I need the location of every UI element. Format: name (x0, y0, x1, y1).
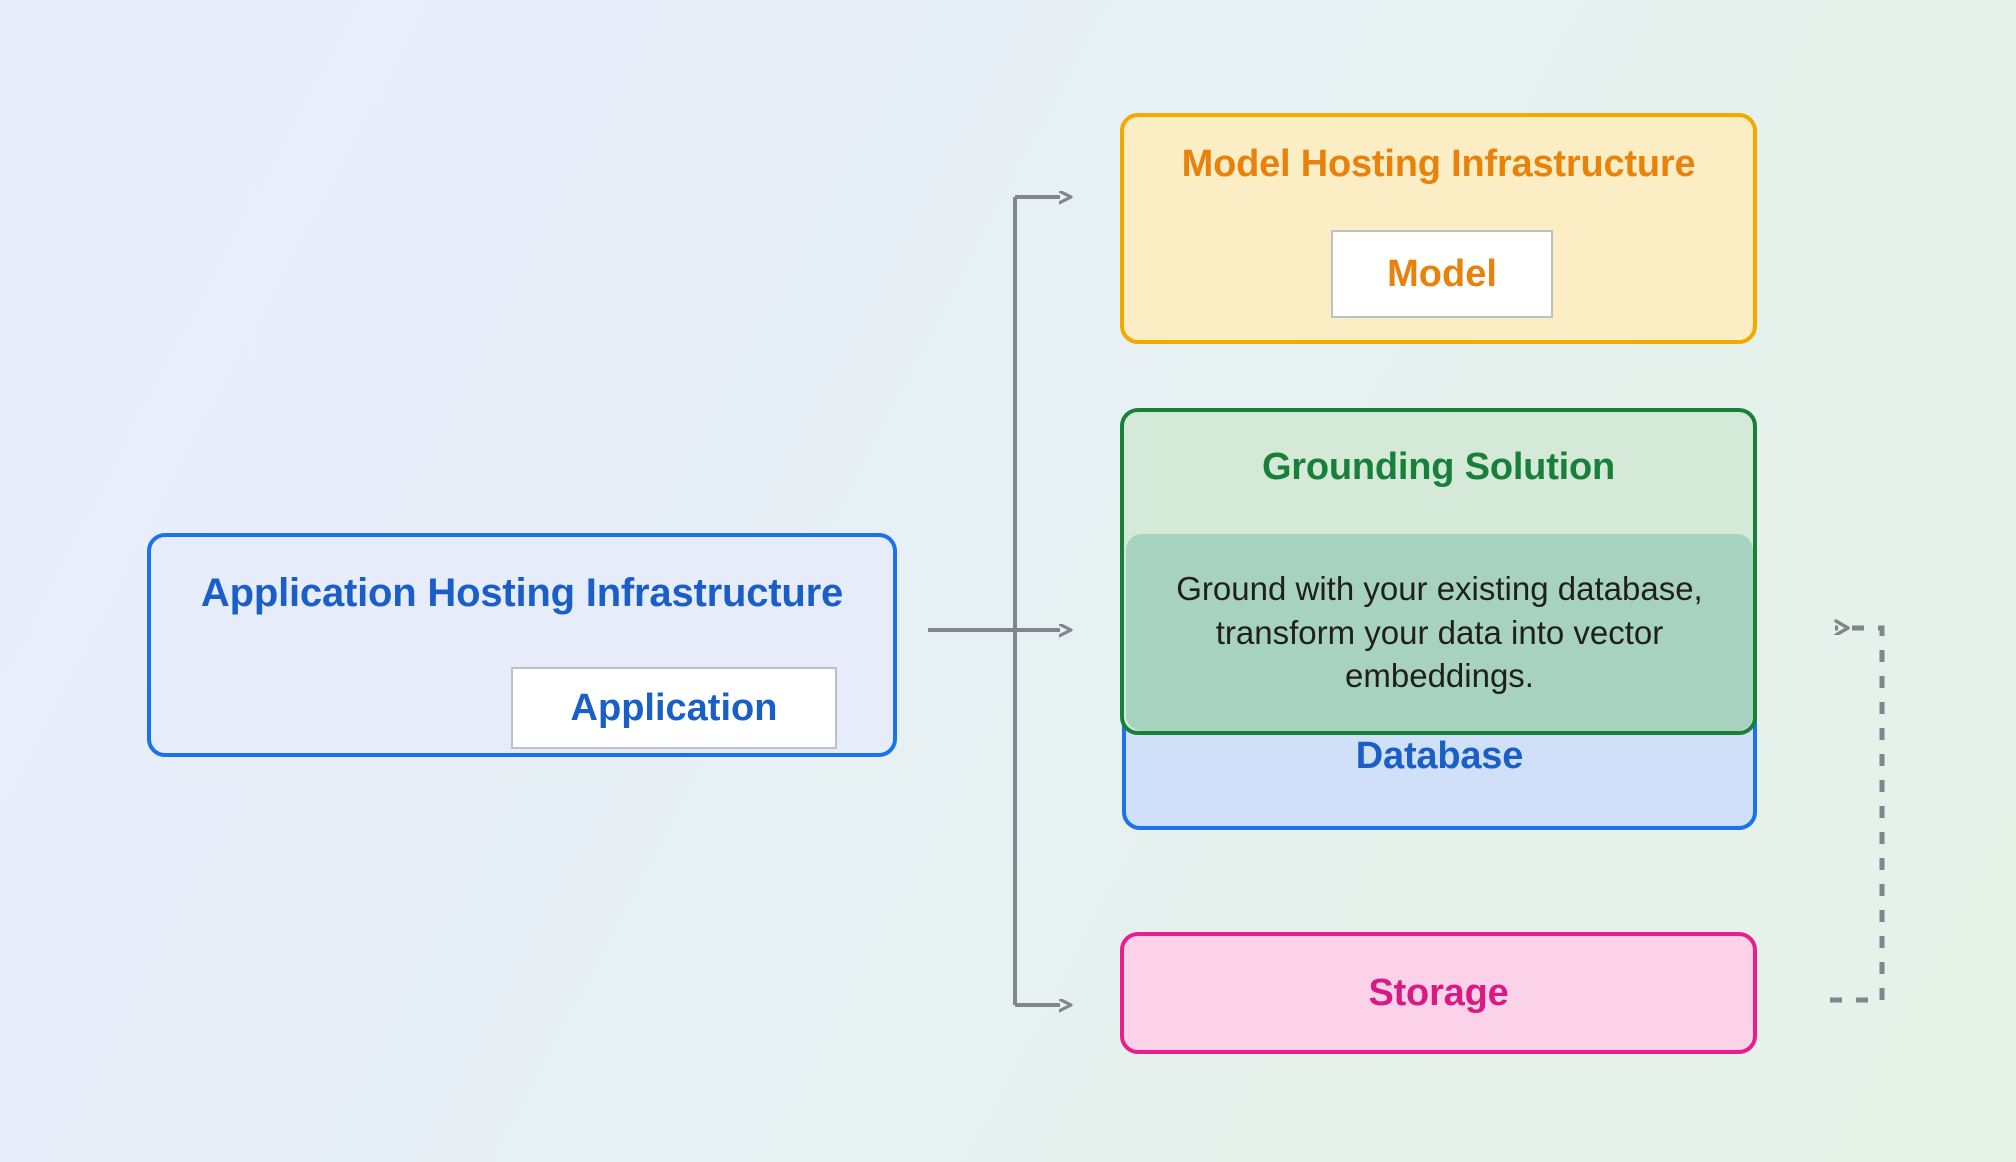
node-application-hosting-infrastructure[interactable]: Application Hosting Infrastructure Appli… (147, 533, 897, 757)
node-model-hosting-infrastructure[interactable]: Model Hosting Infrastructure Model (1120, 113, 1757, 344)
application-chip[interactable]: Application (511, 667, 837, 749)
storage-title: Storage (1368, 971, 1509, 1014)
node-grounding-solution[interactable]: Grounding Solution (1120, 408, 1757, 735)
grounding-solution-title: Grounding Solution (1261, 446, 1616, 488)
connector-application-spine (928, 197, 1017, 1005)
model-chip[interactable]: Model (1331, 230, 1553, 318)
database-title: Database (1355, 735, 1524, 777)
application-hosting-title: Application Hosting Infrastructure (200, 571, 844, 615)
node-storage[interactable]: Storage (1120, 932, 1757, 1054)
connector-storage-to-database (1830, 628, 1885, 1003)
model-hosting-title: Model Hosting Infrastructure (1181, 143, 1696, 185)
